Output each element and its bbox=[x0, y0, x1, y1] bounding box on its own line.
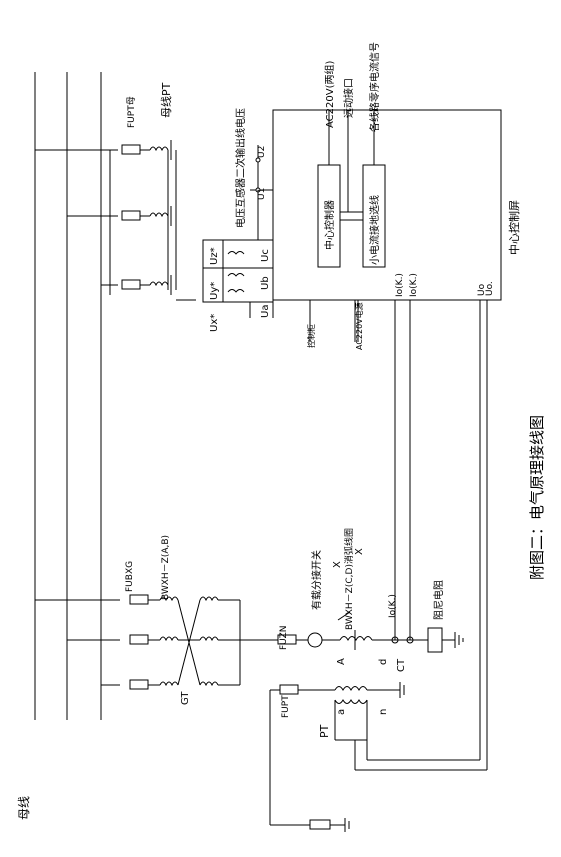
tap-switch-circle bbox=[307, 632, 323, 648]
label-io2: Io(K.) bbox=[409, 273, 419, 297]
label-fu-pt: FUPT bbox=[281, 695, 291, 718]
grounding-transformer-branch bbox=[35, 594, 464, 690]
label-switch-cabinet: 控制柜 bbox=[306, 324, 316, 348]
fuse-bus-pt-3 bbox=[121, 279, 141, 290]
label-term-a: A bbox=[336, 658, 347, 665]
fuse-bxg-1 bbox=[129, 594, 149, 605]
label-x1: X bbox=[332, 561, 343, 568]
label-term-n: n bbox=[378, 709, 389, 715]
fuse-bxg-2 bbox=[129, 634, 149, 645]
damping-resistor bbox=[427, 627, 443, 653]
label-ux: Ux* bbox=[209, 314, 220, 332]
fuse-bus-pt-2 bbox=[121, 210, 141, 221]
label-io1: Io(K.) bbox=[395, 273, 405, 297]
busbar-lines bbox=[34, 72, 102, 720]
label-fu-pt-bus: FUPT母 bbox=[126, 96, 137, 128]
label-uz: Uz* bbox=[209, 247, 220, 265]
label-central-panel: 中心控制屏 bbox=[507, 200, 521, 255]
label-uc: Uc bbox=[260, 249, 271, 262]
label-central-controller: 中心控制器 bbox=[323, 200, 336, 250]
label-ac220-bottom: AC220V电源 bbox=[354, 302, 364, 350]
label-busbar: 母线 bbox=[17, 796, 31, 820]
label-ub: Ub bbox=[260, 276, 271, 290]
label-tap-switch: 有载分接开关 bbox=[310, 550, 323, 610]
label-bwxh-cd: BWXH－Z(C,D)消弧线圈 bbox=[343, 528, 355, 630]
label-ac220-top: AC220V(两组) bbox=[323, 61, 336, 128]
label-uy: Uy* bbox=[209, 282, 220, 300]
lower-pt-branch bbox=[269, 682, 487, 832]
label-pt: PT bbox=[318, 724, 331, 738]
label-u2: U2 bbox=[257, 146, 267, 158]
label-gt: GT bbox=[180, 691, 191, 705]
label-damping: 阻尼电阻 bbox=[432, 580, 445, 620]
label-ua: Ua bbox=[260, 305, 271, 318]
label-x2: X bbox=[354, 548, 365, 555]
fuse-ground bbox=[309, 819, 331, 830]
label-small-current: 小电流接地选线 bbox=[368, 195, 381, 265]
label-bwxh-ab: BWXH－Z(A,B) bbox=[161, 535, 171, 600]
labels: 母线 母线PT FUPT母 FUBXG BWXH－Z(A,B) GT FUZN … bbox=[17, 42, 546, 820]
control-cabinet bbox=[272, 109, 502, 770]
label-io-kc: Io(K.) bbox=[388, 594, 398, 618]
label-remote-port: 远动接口 bbox=[342, 78, 355, 118]
fuse-bxg-3 bbox=[129, 679, 149, 690]
label-fu-bxg: FUBXG bbox=[125, 561, 135, 592]
label-bus-pt: 母线PT bbox=[159, 82, 173, 118]
label-u1: U1 bbox=[257, 188, 267, 200]
label-vt-input: 电压互感器二次输出线电压 bbox=[234, 108, 247, 228]
diagram-caption: 附图二：电气原理接线图 bbox=[528, 415, 546, 580]
label-feeder-signal: 各线路零序电流信号 bbox=[368, 42, 381, 132]
fuse-pt bbox=[279, 684, 299, 695]
label-term-d: d bbox=[378, 659, 389, 665]
label-term-a2: a bbox=[336, 709, 347, 715]
fuse-bus-pt-1 bbox=[121, 144, 141, 155]
label-ct: CT bbox=[396, 658, 407, 672]
label-fu-zn: FUZN bbox=[279, 625, 289, 650]
bus-pt-branch bbox=[35, 140, 196, 301]
label-uo2: Uo. bbox=[485, 281, 495, 296]
label-uo: Uo bbox=[477, 283, 487, 296]
